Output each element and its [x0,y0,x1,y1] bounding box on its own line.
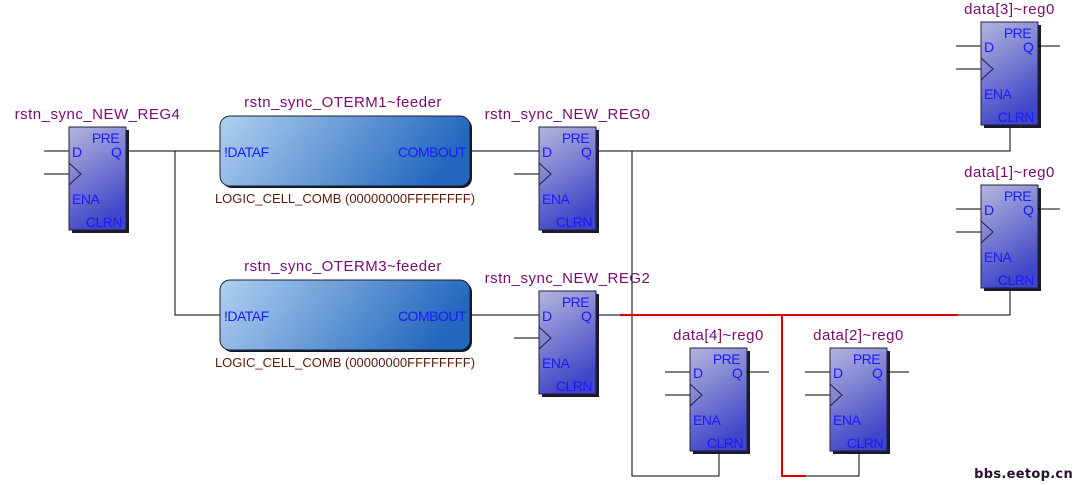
port-ena: ENA [72,191,100,207]
port-ena: ENA [833,412,861,428]
port-pre: PRE [1004,25,1031,41]
port-dataf: !DATAF [224,308,269,324]
comb-cell-instance-label: rstn_sync_OTERM3~feeder [244,258,442,275]
port-clrn: CLRN [707,435,743,451]
net-wire[interactable] [806,451,860,477]
clock-triangle-icon [68,162,82,186]
port-pre: PRE [853,351,880,367]
comb-cell-oterm1[interactable]: rstn_sync_OTERM1~feeder !DATAF COMBOUT LOGI… [215,94,475,206]
register-instance-label: data[4]~reg0 [673,327,764,344]
clock-triangle-icon [689,383,703,407]
register-body[interactable] [689,347,748,452]
port-d: D [72,144,82,160]
register-body[interactable] [980,184,1039,289]
net-wire[interactable] [596,125,1011,152]
port-pre: PRE [92,130,119,146]
net-wire[interactable] [174,151,220,316]
port-dataf: !DATAF [224,144,269,160]
port-pre: PRE [562,294,589,310]
register-body[interactable] [68,126,127,231]
port-d: D [984,202,994,218]
clock-triangle-icon [538,326,552,350]
port-clrn: CLRN [556,378,592,394]
comb-cell-type-label: LOGIC_CELL_COMB (00000000FFFFFFFF) [215,191,475,206]
wires-layer [126,125,1011,477]
register-body[interactable] [829,347,888,452]
port-d: D [542,308,552,324]
clock-triangle-icon [980,220,994,244]
register-instance-label: data[1]~reg0 [964,164,1055,181]
port-q: Q [1023,39,1034,55]
port-d: D [984,39,994,55]
port-q: Q [1023,202,1034,218]
port-clrn: CLRN [556,214,592,230]
port-pre: PRE [713,351,740,367]
register-body[interactable] [980,21,1039,126]
clock-triangle-icon [980,57,994,81]
port-pre: PRE [1004,188,1031,204]
clock-triangle-icon [538,162,552,186]
net-wire[interactable] [631,151,720,477]
port-ena: ENA [542,191,570,207]
port-d: D [833,365,843,381]
register-instance-label: rstn_sync_NEW_REG4 [15,106,181,123]
port-q: Q [111,144,122,160]
highlighted-net-wire[interactable] [781,315,806,477]
port-ena: ENA [984,249,1012,265]
register-instance-label: rstn_sync_NEW_REG0 [485,106,651,123]
watermark-text: bbs.eetop.cn [974,467,1073,482]
comb-cell-type-label: LOGIC_CELL_COMB (00000000FFFFFFFF) [215,355,475,370]
port-q: Q [732,365,743,381]
comb-cell-body[interactable] [219,279,471,351]
clock-triangle-icon [829,383,843,407]
port-clrn: CLRN [847,435,883,451]
port-clrn: CLRN [998,272,1034,288]
port-combout: COMBOUT [398,144,467,160]
port-pre: PRE [562,130,589,146]
port-ena: ENA [984,86,1012,102]
port-d: D [542,144,552,160]
register-body[interactable] [538,126,597,231]
port-q: Q [581,144,592,160]
port-combout: COMBOUT [398,308,467,324]
net-wire[interactable] [958,288,1011,316]
register-instance-label: data[3]~reg0 [964,1,1055,18]
register-instance-label: rstn_sync_NEW_REG2 [485,270,651,287]
port-ena: ENA [542,355,570,371]
comb-cell-oterm3[interactable]: rstn_sync_OTERM3~feeder !DATAF COMBOUT LOGI… [215,258,475,370]
register-instance-label: data[2]~reg0 [813,327,904,344]
port-clrn: CLRN [86,214,122,230]
port-d: D [693,365,703,381]
port-q: Q [872,365,883,381]
comb-cell-body[interactable] [219,115,471,187]
register-body[interactable] [538,290,597,395]
port-clrn: CLRN [998,109,1034,125]
port-ena: ENA [693,412,721,428]
comb-cell-instance-label: rstn_sync_OTERM1~feeder [244,94,442,111]
port-q: Q [581,308,592,324]
